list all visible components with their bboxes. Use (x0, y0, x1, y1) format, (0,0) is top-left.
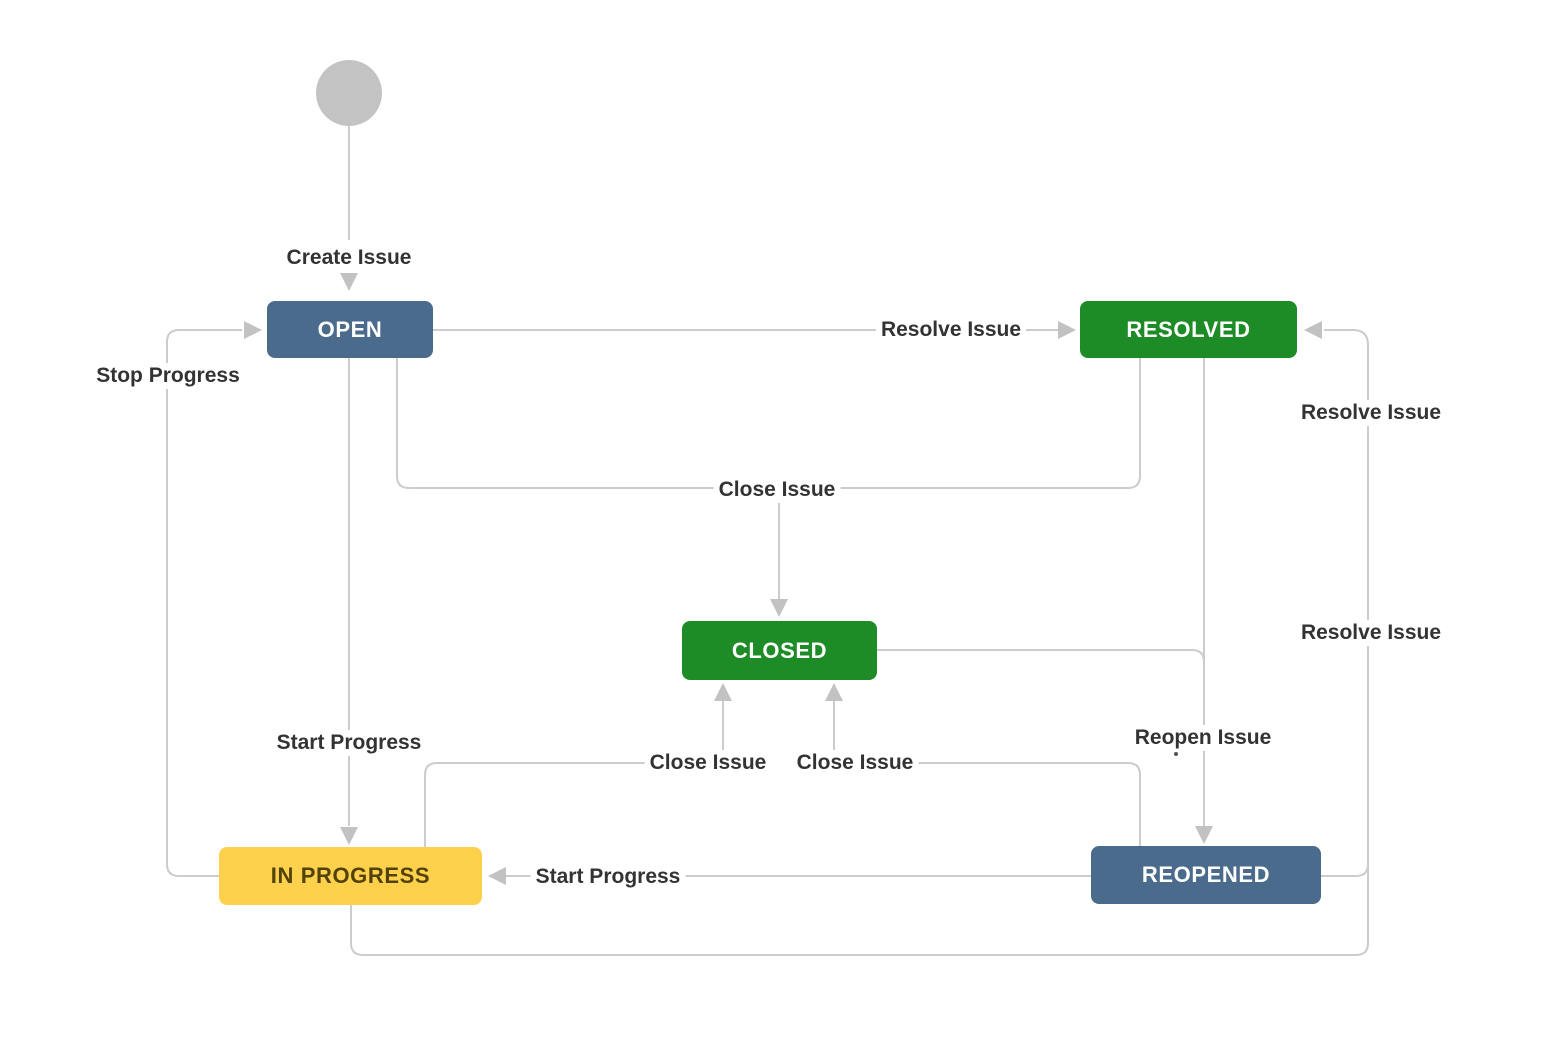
label-close-issue-right[interactable]: Close Issue (791, 750, 919, 776)
edge-inprogress-to-open (166, 329, 242, 877)
arrowhead-into-inprogress-right (488, 867, 506, 885)
label-stop-progress[interactable]: Stop Progress (91, 363, 245, 389)
edge-closed-to-reopened (877, 649, 1205, 690)
edge-reopened-to-resolved (1321, 863, 1369, 877)
label-resolve-issue-right-lower[interactable]: Resolve Issue (1295, 620, 1447, 646)
arrowhead-into-closed-bottom-left (714, 683, 732, 701)
arrowhead-into-resolved-left (1058, 321, 1076, 339)
label-start-progress-left[interactable]: Start Progress (271, 730, 427, 756)
label-resolve-issue-right-upper[interactable]: Resolve Issue (1295, 400, 1447, 426)
label-start-progress-mid[interactable]: Start Progress (530, 864, 686, 890)
arrowhead-into-resolved-right (1304, 321, 1322, 339)
arrowhead-into-closed-top (770, 599, 788, 617)
start-node (316, 60, 382, 126)
label-reopen-issue[interactable]: Reopen Issue (1129, 725, 1277, 751)
arrowhead-into-closed-bottom-right (825, 683, 843, 701)
reopen-issue-overlap-dot (1174, 752, 1178, 756)
label-resolve-issue-top[interactable]: Resolve Issue (875, 317, 1027, 343)
edge-open-resolved-to-closed (396, 358, 1141, 489)
label-close-issue-center[interactable]: Close Issue (713, 477, 841, 503)
state-reopened[interactable]: REOPENED (1091, 846, 1321, 904)
arrowhead-into-open-left (244, 321, 262, 339)
arrowhead-into-open-top (340, 273, 358, 291)
state-resolved[interactable]: RESOLVED (1080, 301, 1297, 358)
edge-inprogress-to-resolved (350, 329, 1369, 956)
label-create-issue[interactable]: Create Issue (281, 245, 417, 271)
state-closed[interactable]: CLOSED (682, 621, 877, 680)
state-in-progress[interactable]: IN PROGRESS (219, 847, 482, 905)
arrowhead-into-reopened-top (1195, 826, 1213, 844)
state-open[interactable]: OPEN (267, 301, 433, 358)
arrowhead-into-inprogress-top (340, 827, 358, 845)
label-close-issue-left[interactable]: Close Issue (644, 750, 772, 776)
